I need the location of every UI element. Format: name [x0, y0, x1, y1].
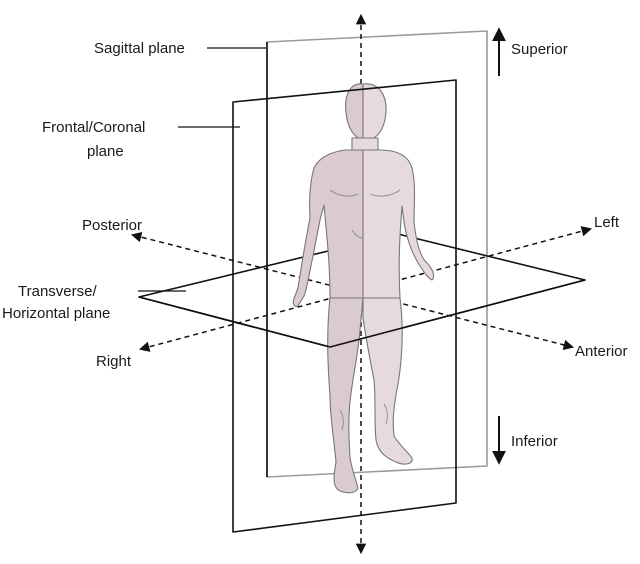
label-superior: Superior: [511, 41, 568, 58]
label-transverse-1: Transverse/: [18, 283, 97, 300]
label-left: Left: [594, 214, 620, 231]
label-posterior: Posterior: [82, 217, 142, 234]
label-transverse-2: Horizontal plane: [2, 305, 110, 322]
transverse-right-edge: [329, 279, 586, 348]
label-sagittal: Sagittal plane: [94, 40, 185, 57]
label-frontal-2: plane: [87, 143, 124, 160]
label-right: Right: [96, 353, 132, 370]
label-frontal-1: Frontal/Coronal: [42, 119, 145, 136]
frontal-plane: [232, 79, 457, 533]
transverse-front-edge: [138, 296, 331, 348]
label-inferior: Inferior: [511, 433, 558, 450]
label-anterior: Anterior: [575, 343, 628, 360]
human-figure: [292, 83, 435, 494]
